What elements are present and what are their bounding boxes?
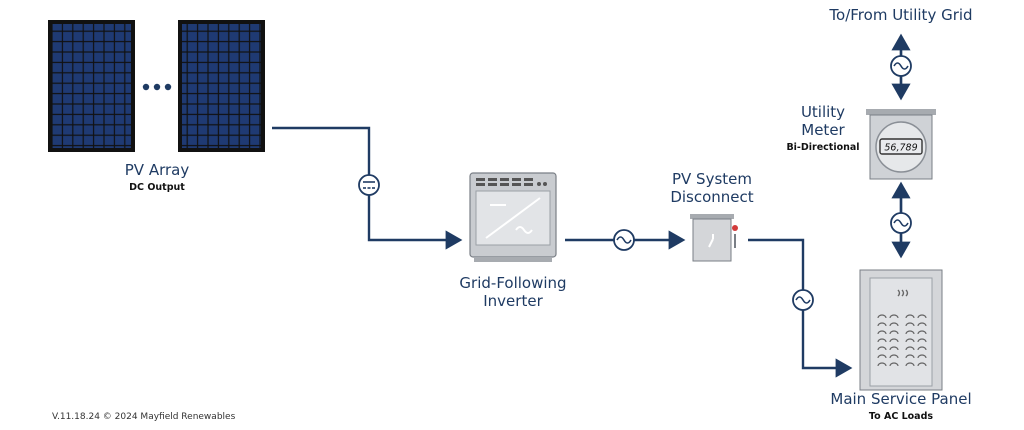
pv-system-disconnect	[690, 214, 738, 262]
inverter-title-line2: Inverter	[483, 292, 543, 310]
pv-array-subtitle: DC Output	[129, 182, 185, 193]
pv-module-right	[178, 20, 265, 152]
panel-title: Main Service Panel	[830, 390, 972, 408]
inverter-title-line1: Grid-Following	[459, 274, 567, 292]
inverter	[469, 172, 557, 262]
ac-symbol-icon	[890, 55, 912, 77]
meter-subtitle: Bi-Directional	[786, 142, 860, 153]
disconnect-title-line2: Disconnect	[670, 188, 754, 206]
meter-title-line1: Utility	[800, 103, 846, 121]
pv-array-title: PV Array	[124, 161, 190, 179]
wires	[272, 33, 911, 378]
main-service-panel	[859, 269, 943, 391]
disconnect-title-line1: PV System	[671, 170, 752, 188]
meter-reading: 56,789	[884, 143, 917, 154]
grid-title: To/From Utility Grid	[829, 6, 973, 24]
breaker-icon	[897, 289, 909, 297]
meter-title-line2: Meter	[801, 121, 845, 139]
utility-meter: 56,789	[866, 109, 936, 180]
ac-symbol-icon	[613, 229, 635, 251]
ac-symbol-icon	[792, 289, 814, 311]
panel-subtitle: To AC Loads	[868, 411, 934, 422]
pv-module-left	[48, 20, 135, 152]
footer-version: V.11.18.24 © 2024 Mayfield Renewables	[52, 412, 236, 422]
ellipsis-icon	[142, 83, 172, 91]
dc-symbol-icon	[358, 174, 380, 196]
switch-handle-icon	[708, 225, 738, 248]
ac-symbol-icon	[890, 212, 912, 234]
